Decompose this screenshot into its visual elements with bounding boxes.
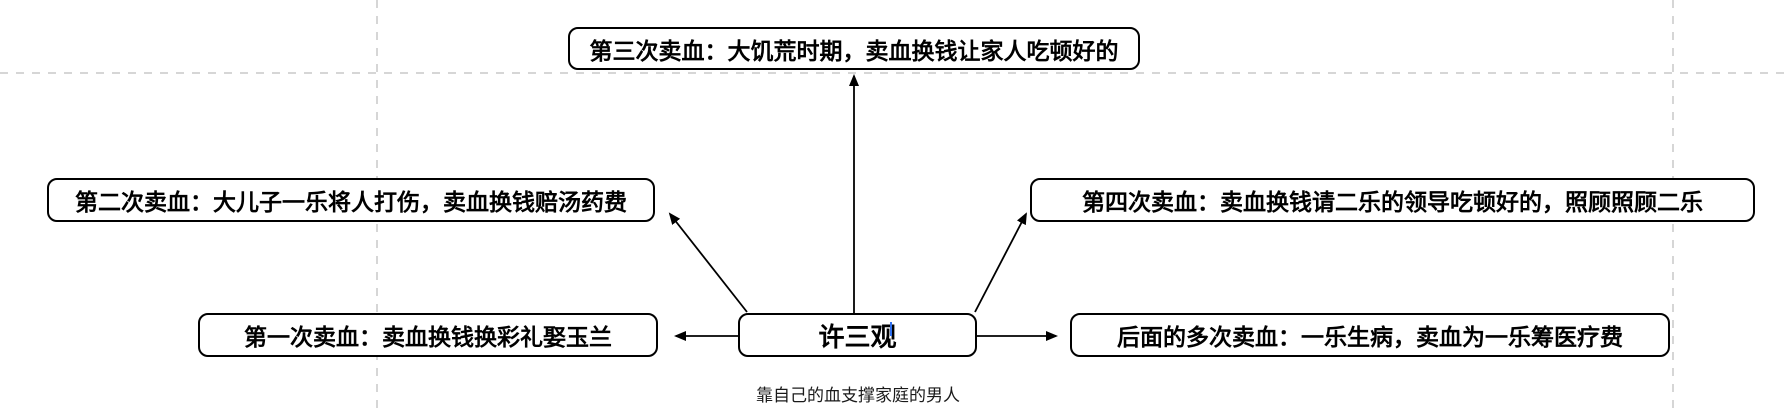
node-later-sales[interactable]: 后面的多次卖血：一乐生病，卖血为一乐筹医疗费 — [1070, 313, 1670, 357]
text-caret — [890, 322, 892, 336]
node-second-sale[interactable]: 第二次卖血：大儿子一乐将人打伤，卖血换钱赔汤药费 — [47, 178, 655, 222]
center-node[interactable]: 许三观 — [738, 313, 977, 357]
node-first-sale[interactable]: 第一次卖血：卖血换钱换彩礼娶玉兰 — [198, 313, 658, 357]
connector-center-to-fourth-sale[interactable] — [974, 212, 1027, 313]
connector-center-to-second-sale[interactable] — [668, 212, 748, 313]
caption-label[interactable]: 靠自己的血支撑家庭的男人 — [756, 386, 960, 405]
node-fourth-sale[interactable]: 第四次卖血：卖血换钱请二乐的领导吃顿好的，照顾照顾二乐 — [1030, 178, 1755, 222]
node-third-sale[interactable]: 第三次卖血：大饥荒时期，卖血换钱让家人吃顿好的 — [568, 27, 1140, 70]
